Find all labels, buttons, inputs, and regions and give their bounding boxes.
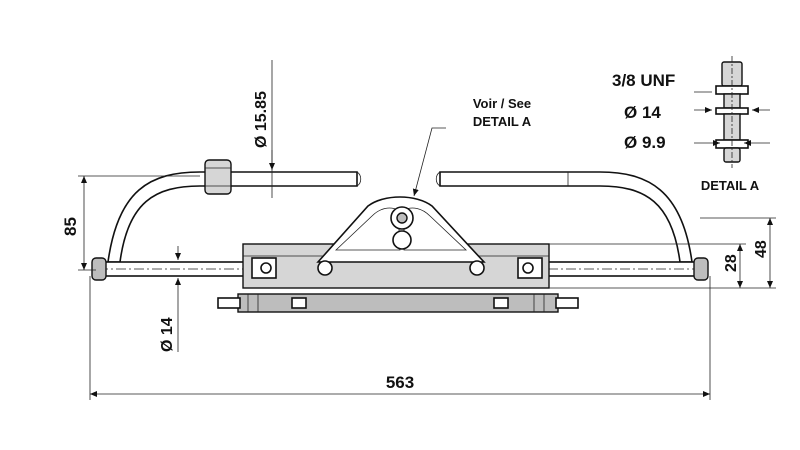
detail-callout-leader [412, 127, 446, 197]
height-48-label: 48 [753, 240, 770, 258]
mounting-bracket [316, 196, 486, 276]
tie-rod-diameter-label: Ø 14 [159, 317, 176, 352]
height-28-label: 28 [723, 254, 740, 272]
bleed-valve-manifold [217, 293, 579, 313]
detail-inner-diameter-label: Ø 9.9 [624, 133, 666, 152]
height-28-dimension [549, 243, 746, 289]
height-48-dimension [700, 217, 776, 289]
callout-line-2: DETAIL A [473, 114, 532, 129]
callout-line-1: Voir / See [473, 96, 531, 111]
overall-length-label: 563 [386, 373, 414, 392]
height-85-label: 85 [61, 217, 80, 236]
right-rod-end-nut [693, 257, 709, 281]
left-rod-end-nut [91, 257, 107, 281]
height-85-dimension [78, 175, 200, 271]
pipe-diameter-label: Ø 15.85 [253, 91, 270, 148]
detail-thread-label: 3/8 UNF [612, 71, 675, 90]
detail-outer-diameter-label: Ø 14 [624, 103, 661, 122]
detail-a-caption: DETAIL A [701, 178, 760, 193]
detail-a-dimension-lines [694, 91, 770, 146]
pipe-fitting-nut [204, 159, 232, 195]
detail-a-fitting [715, 56, 749, 168]
overall-length-dimension [89, 276, 711, 400]
